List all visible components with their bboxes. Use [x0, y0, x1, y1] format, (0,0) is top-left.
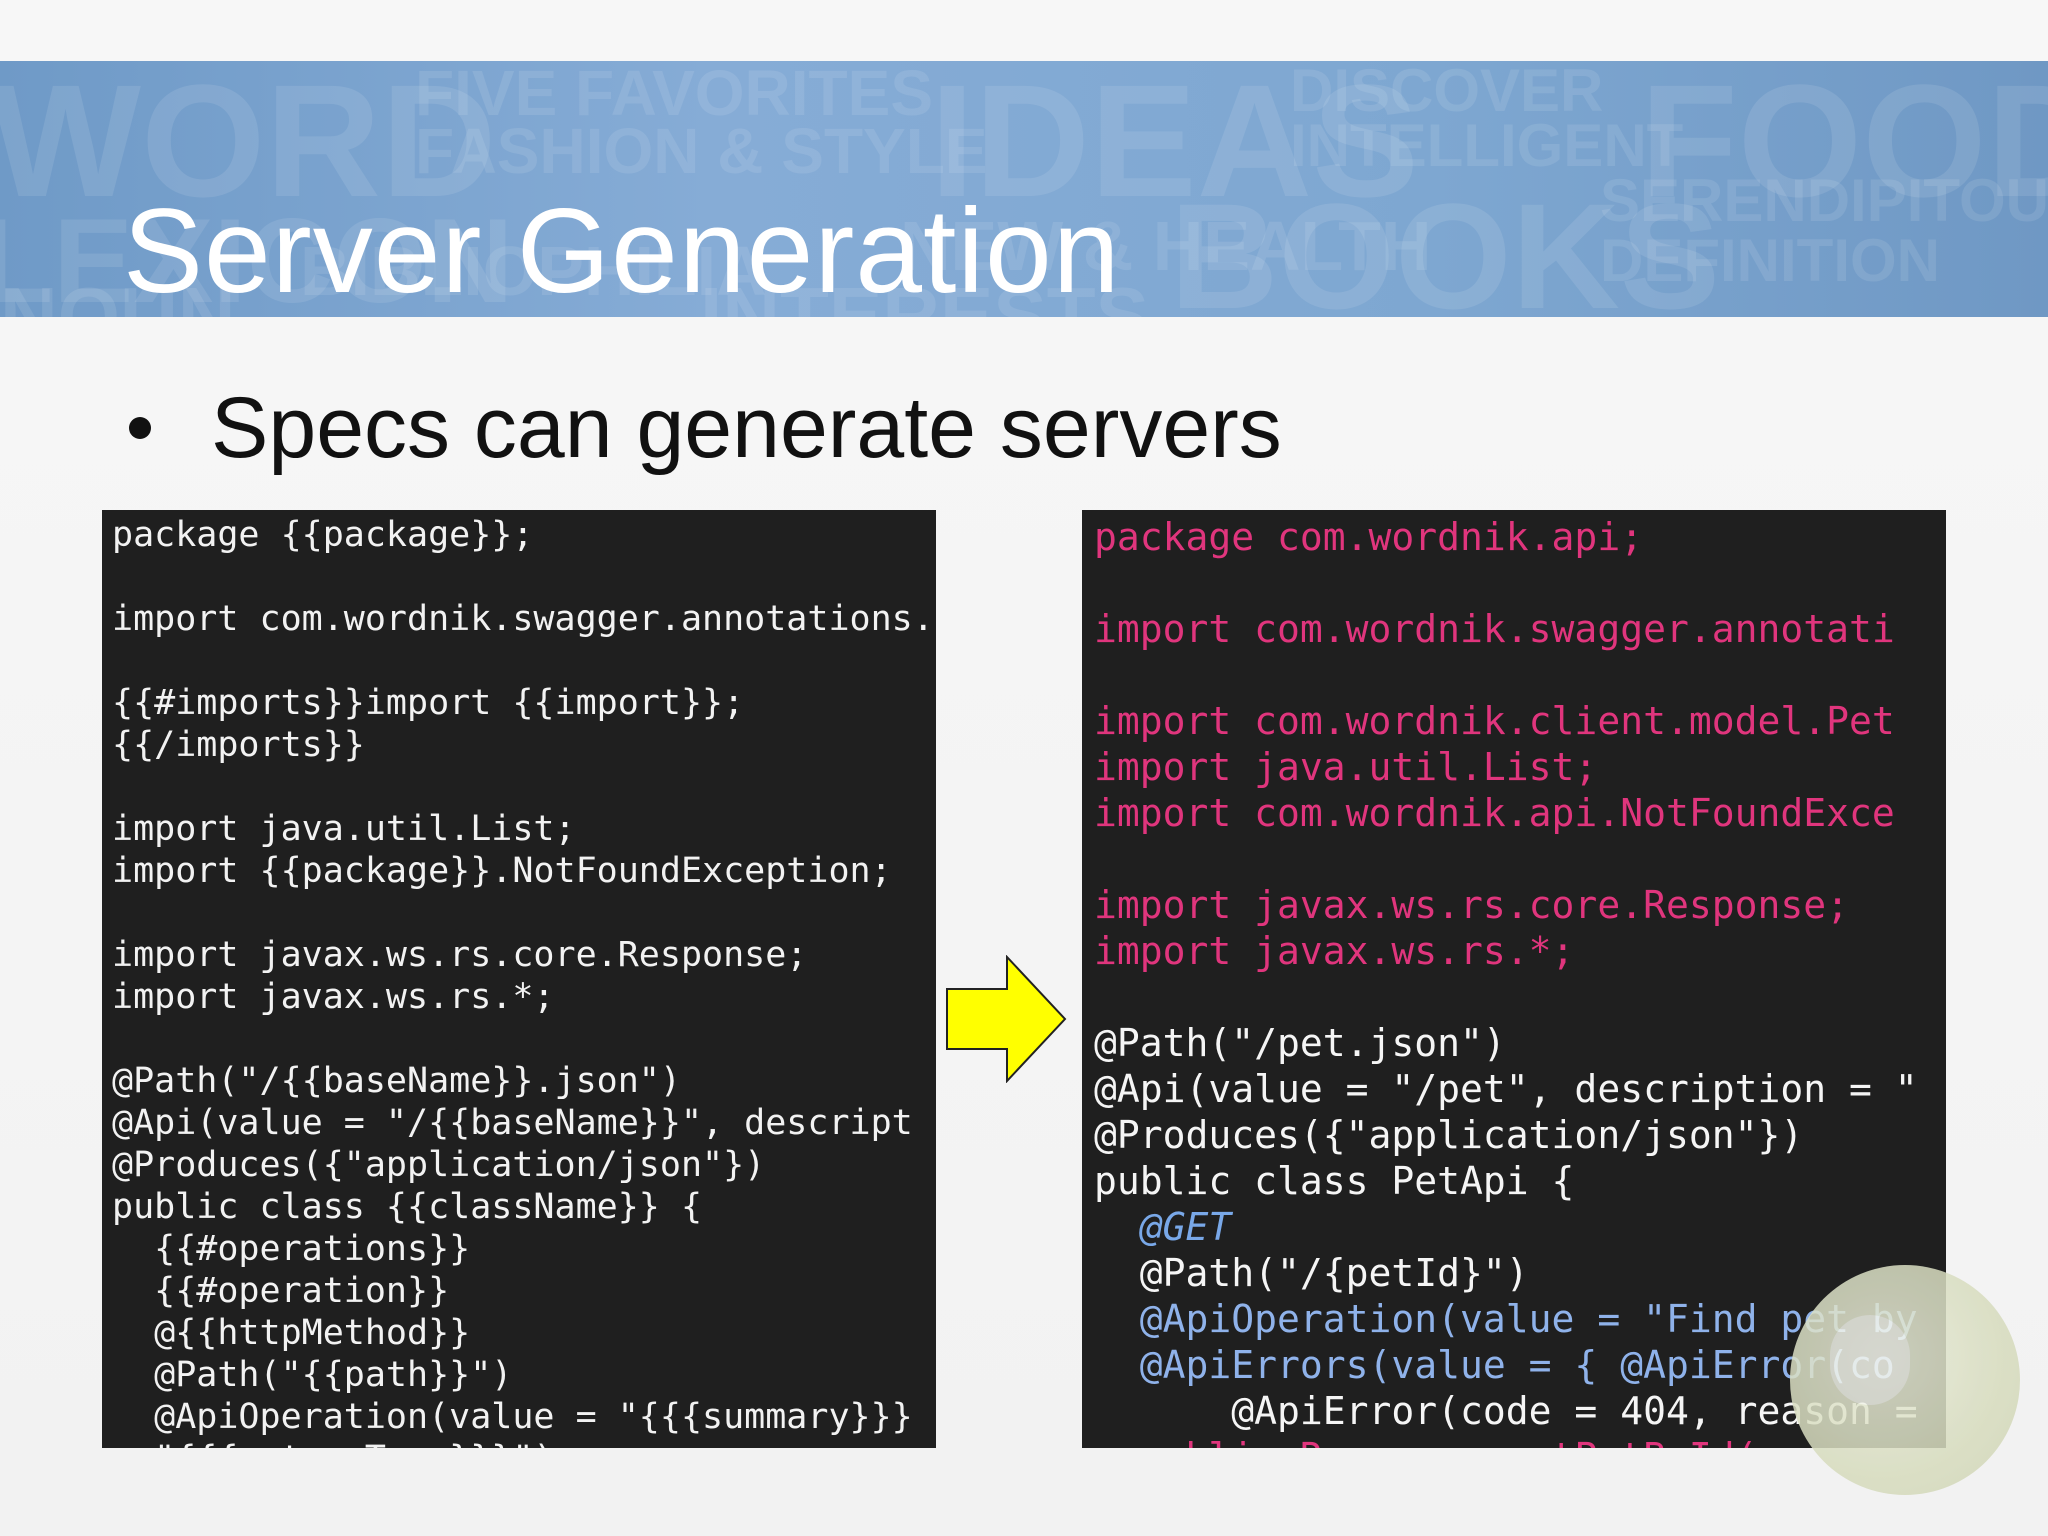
code-line: import javax.ws.rs.*;	[112, 977, 555, 1017]
banner-word: DISCOVER	[1290, 61, 1604, 124]
code-line: import java.util.List;	[112, 809, 576, 849]
code-line: public Response getPetById(	[1094, 1434, 1918, 1448]
code-line: import javax.ws.rs.*;	[1094, 929, 1575, 973]
code-line: public class {{className}} {	[112, 1187, 703, 1227]
code-line: @Produces({"application/json"})	[1094, 1113, 1804, 1157]
slide-title: Server Generation	[123, 184, 1121, 317]
code-line: package {{package}};	[112, 515, 534, 555]
code-line: "{{{returnType}}}")	[112, 1438, 934, 1448]
arrow-shape	[946, 955, 1067, 1083]
code-line: {{#operation}}	[112, 1271, 450, 1311]
code-line: @GET	[1094, 1205, 1232, 1249]
code-line: ​	[112, 556, 934, 598]
code-line: import com.wordnik.swagger.annotations.	[112, 599, 934, 639]
generated-code-block: package com.wordnik.api;​import com.word…	[1094, 514, 1918, 1448]
code-line: import com.wordnik.swagger.annotati	[1094, 607, 1895, 651]
code-line-blank: ​	[1094, 836, 1918, 882]
code-line: @Path("/{petId}")	[1094, 1251, 1529, 1295]
code-line: import {{package}}.NotFoundException;	[112, 851, 892, 891]
code-line-blank: ​	[1094, 974, 1918, 1020]
code-line: package com.wordnik.api;	[1094, 515, 1644, 559]
code-line: @Path("/{{baseName}}.json")	[112, 1061, 681, 1101]
code-line: @ApiOperation(value = "{{{summary}}}	[112, 1397, 913, 1437]
bullet-dot-icon	[129, 417, 151, 439]
code-line-blank: ​	[1094, 652, 1918, 698]
code-line: @Path("{{path}}")	[112, 1355, 513, 1395]
code-line: @Produces({"application/json"})	[112, 1145, 766, 1185]
banner-word: SERENDIPITOUS	[1600, 167, 2048, 234]
code-line: import com.wordnik.client.model.Pet	[1094, 699, 1895, 743]
code-line: @Api(value = "/pet", description = "	[1094, 1067, 1918, 1111]
code-line: @ApiErrors(value = { @ApiError(co	[1094, 1343, 1895, 1387]
banner-word: BOOKS	[1170, 172, 1721, 317]
banner-word: DEFINITION	[1600, 227, 1940, 294]
banner-word: INTELLIGENT	[1290, 112, 1684, 179]
bullet-text: Specs can generate servers	[211, 379, 1282, 476]
banner-word: FIVE FAVORITES	[415, 61, 933, 129]
code-line: @{{httpMethod}}	[112, 1313, 471, 1353]
code-line: ​	[112, 766, 934, 808]
banner-word: FOOD	[1640, 61, 2048, 230]
code-line-blank: ​	[1094, 560, 1918, 606]
bullet-item: Specs can generate servers	[123, 378, 1282, 478]
code-line: public class PetApi {	[1094, 1159, 1575, 1203]
code-line: @Path("/pet.json")	[1094, 1021, 1506, 1065]
code-line: {{#imports}}import {{import}};	[112, 683, 745, 723]
decorative-circle	[1790, 1265, 2020, 1495]
code-line: ​	[112, 640, 934, 682]
code-line: ​	[112, 1018, 934, 1060]
template-code-panel: package {{package}};​import com.wordnik.…	[102, 510, 936, 1448]
code-line: import com.wordnik.api.NotFoundExce	[1094, 791, 1895, 835]
code-line: {{/imports}}	[112, 725, 365, 765]
arrow-right-icon	[946, 955, 1067, 1083]
code-line: ​	[112, 892, 934, 934]
code-line: @ApiOperation(value = "Find pet by	[1094, 1297, 1918, 1341]
template-code-block: package {{package}};​import com.wordnik.…	[112, 514, 934, 1448]
decorative-circle-highlight	[1830, 1315, 1910, 1405]
code-line: @Api(value = "/{{baseName}}", descript	[112, 1103, 913, 1143]
title-banner: WORD FIVE FAVORITES FASHION & STYLE IDEA…	[0, 61, 2048, 317]
banner-word: FASHION & STYLE	[415, 115, 988, 187]
code-line: import java.util.List;	[1094, 745, 1598, 789]
code-line: import javax.ws.rs.core.Response;	[112, 935, 808, 975]
code-line: import javax.ws.rs.core.Response;	[1094, 883, 1849, 927]
code-line: {{#operations}}	[112, 1229, 471, 1269]
